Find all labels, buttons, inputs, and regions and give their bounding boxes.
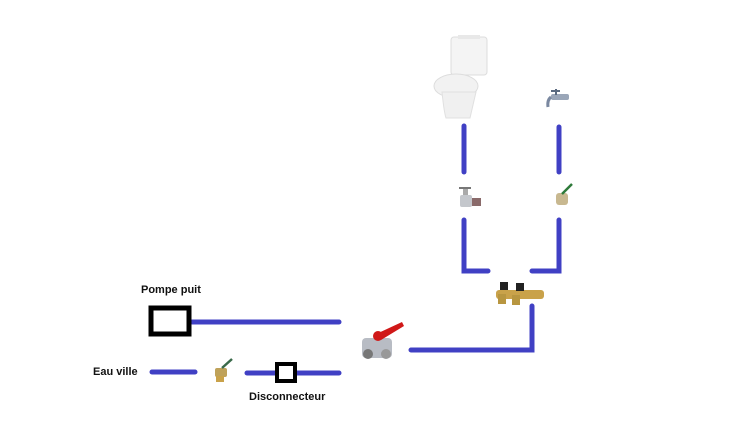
- city-water-label: Eau ville: [93, 366, 138, 378]
- angle-valve-icon: [459, 187, 481, 207]
- pipe-left-lower: [461, 217, 491, 274]
- pump-box: [148, 305, 192, 337]
- pump-label: Pompe puit: [141, 284, 201, 296]
- pipe-main: [408, 303, 535, 353]
- ball-valve-icon: [215, 358, 233, 382]
- pipe-right-lower: [529, 217, 562, 274]
- toilet-icon: [433, 35, 488, 119]
- ball-valve-icon: [556, 183, 573, 205]
- faucet-icon: [546, 89, 569, 108]
- pipes: [149, 123, 562, 376]
- disconnector-label: Disconnecteur: [249, 391, 326, 403]
- disconnector-box: [275, 362, 297, 383]
- three-way-valve-icon: [362, 322, 404, 359]
- manifold-icon: [496, 282, 544, 305]
